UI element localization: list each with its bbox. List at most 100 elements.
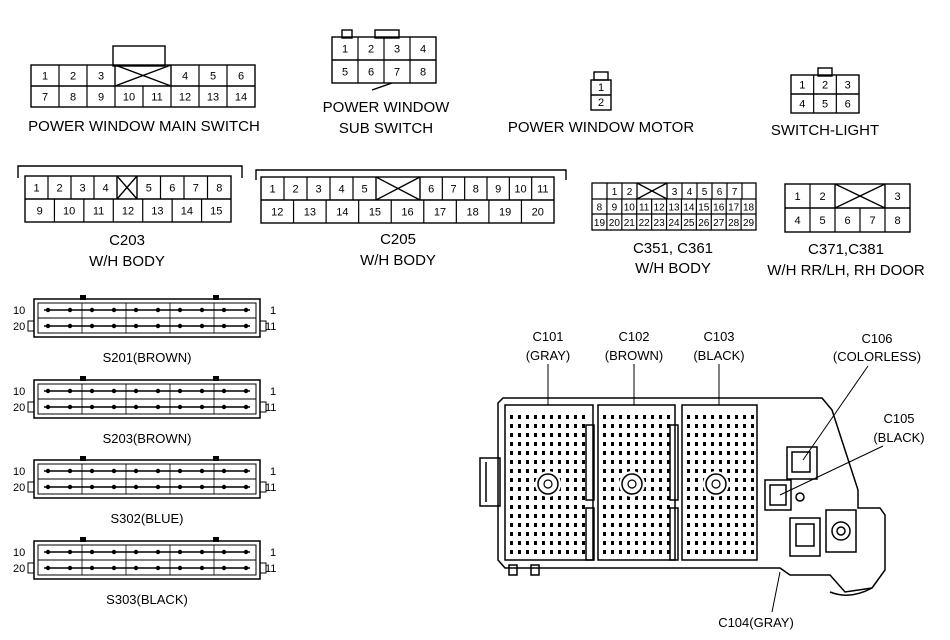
splice-pin-bottom-left: 20 <box>13 321 25 333</box>
pwss-pin: 1 <box>342 44 348 56</box>
c351-pin: 17 <box>728 203 740 214</box>
c351-pin: 14 <box>683 203 695 214</box>
switch-light-pin: 4 <box>799 99 805 111</box>
splice-pin-bottom-right: 11 <box>265 402 276 414</box>
pwms-pin: 10 <box>123 92 135 104</box>
c371-c381-label-line1: C371,C381 <box>808 241 884 258</box>
splice-pin-bottom-left: 20 <box>13 563 25 575</box>
c351-pin: 4 <box>687 187 693 198</box>
c203-pin: 7 <box>193 183 199 195</box>
c203-label-line1: C203 <box>109 232 145 249</box>
c205-pin: 4 <box>338 184 344 196</box>
pwss-pin: 5 <box>342 67 348 79</box>
c371-pin: 5 <box>819 215 825 227</box>
c351-pin: 5 <box>702 187 708 198</box>
c351-c361-connector <box>591 182 757 231</box>
c205-pin: 13 <box>304 207 316 219</box>
switch-light-pin: 2 <box>822 80 828 92</box>
c205-pin: 9 <box>495 184 501 196</box>
c351-pin: 6 <box>717 187 723 198</box>
pwms-pin: 4 <box>182 71 188 83</box>
c205-pin: 2 <box>292 184 298 196</box>
splice-pin-top-right: 1 <box>270 305 276 317</box>
c351-pin: 16 <box>713 203 725 214</box>
pwms-pin: 14 <box>235 92 247 104</box>
c351-pin: 23 <box>654 218 666 229</box>
c101-color: (GRAY) <box>526 348 571 363</box>
c106-name: C106 <box>861 331 892 346</box>
power-window-motor-pin-2: 2 <box>598 97 604 109</box>
splice-pin-bottom-right: 11 <box>265 563 276 575</box>
pwss-pin: 8 <box>420 67 426 79</box>
c351-pin: 24 <box>668 218 680 229</box>
c351-pin: 13 <box>668 203 680 214</box>
c203-pin: 2 <box>56 183 62 195</box>
c205-pin: 17 <box>434 207 446 219</box>
pwms-pin: 2 <box>70 71 76 83</box>
c203-pin: 1 <box>33 183 39 195</box>
c205-pin: 11 <box>537 184 548 196</box>
c371-pin: 8 <box>894 215 900 227</box>
switch-light-pin: 5 <box>822 99 828 111</box>
c351-pin: 19 <box>594 218 606 229</box>
c351-pin: 21 <box>624 218 636 229</box>
c203-pin: 11 <box>93 206 104 218</box>
c103-color: (BLACK) <box>693 348 744 363</box>
junction-block <box>479 397 886 596</box>
switch-light-connector <box>790 67 860 114</box>
c371-pin: 4 <box>794 215 800 227</box>
pwms-pin: 1 <box>42 71 48 83</box>
pwms-pin: 7 <box>42 92 48 104</box>
c351-pin: 27 <box>713 218 725 229</box>
c351-pin: 8 <box>597 203 603 214</box>
c205-pin: 10 <box>514 184 526 196</box>
c351-pin: 22 <box>639 218 651 229</box>
splice-pin-top-left: 10 <box>13 305 25 317</box>
pwms-pin: 5 <box>210 71 216 83</box>
c351-pin: 26 <box>698 218 710 229</box>
power-window-main-switch-label: POWER WINDOW MAIN SWITCH <box>28 118 260 135</box>
c203-pin: 14 <box>181 206 193 218</box>
power-window-sub-switch-label-line2: SUB SWITCH <box>339 120 433 137</box>
pwss-pin: 4 <box>420 44 426 56</box>
switch-light-pin: 1 <box>799 80 805 92</box>
c205-pin: 6 <box>428 184 434 196</box>
splice-pin-top-left: 10 <box>13 386 25 398</box>
c351-pin: 20 <box>609 218 621 229</box>
c106-color: (COLORLESS) <box>833 349 921 364</box>
c205-pin: 19 <box>499 207 511 219</box>
power-window-motor-connector <box>590 71 612 111</box>
c203-pin: 13 <box>151 206 163 218</box>
c203-connector <box>17 165 243 223</box>
c205-label-line1: C205 <box>380 231 416 248</box>
c351-pin: 12 <box>654 203 666 214</box>
c351-pin: 11 <box>639 203 650 214</box>
c351-pin: 15 <box>698 203 710 214</box>
pwms-pin: 13 <box>207 92 219 104</box>
c351-pin: 3 <box>672 187 678 198</box>
power-window-sub-switch-label-line1: POWER WINDOW <box>323 99 450 116</box>
c203-label-line2: W/H BODY <box>89 253 165 270</box>
junction-block-terminals <box>510 415 754 554</box>
c371-pin: 3 <box>894 191 900 203</box>
c371-pin: 7 <box>869 215 875 227</box>
c205-label-line2: W/H BODY <box>360 252 436 269</box>
c371-c381-label-line2: W/H RR/LH, RH DOOR <box>767 262 925 279</box>
c351-c361-label-line1: C351, C361 <box>633 240 713 257</box>
leader-lines <box>547 364 884 613</box>
c104-label: C104(GRAY) <box>718 615 794 630</box>
pwms-pin: 6 <box>238 71 244 83</box>
splice-connectors: 1020111S201(BROWN)1020111S203(BROWN)1020… <box>13 295 276 607</box>
c351-pin: 18 <box>743 203 755 214</box>
c205-pin: 14 <box>336 207 348 219</box>
c205-pin: 15 <box>369 207 381 219</box>
c371-c381-connector <box>784 183 911 233</box>
c203-pin: 8 <box>216 183 222 195</box>
